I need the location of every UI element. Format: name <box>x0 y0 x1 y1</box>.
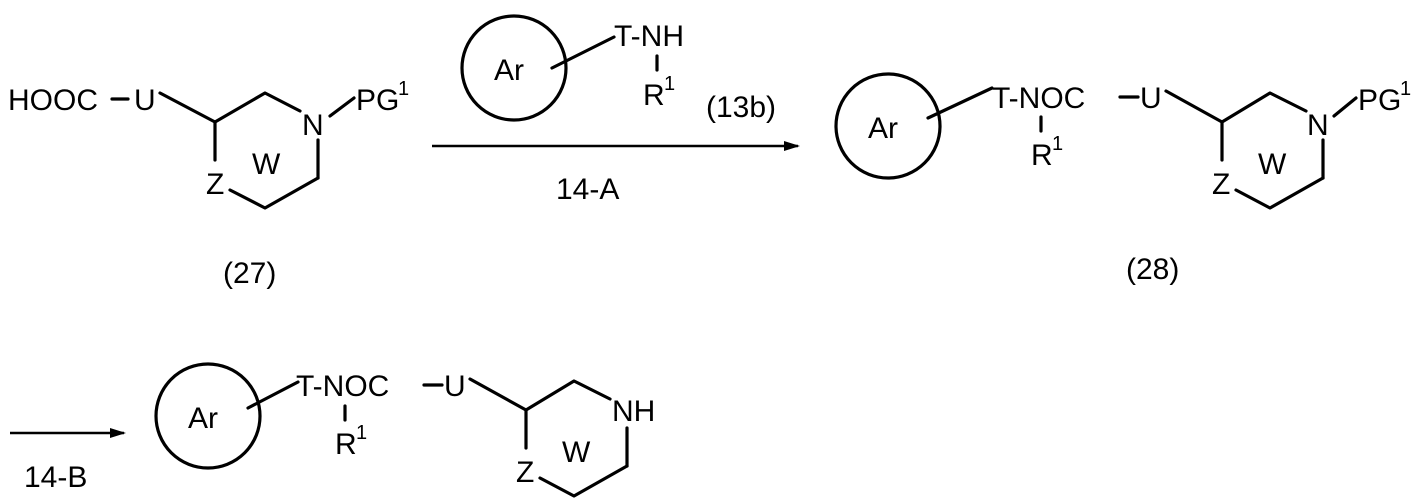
r-label: R <box>643 79 665 112</box>
compound-number-27: (27) <box>223 257 276 290</box>
ring-label-w: W <box>1258 148 1287 181</box>
linker-u-label: U <box>1140 82 1162 115</box>
bond <box>160 93 215 122</box>
aryl-label: Ar <box>494 54 524 87</box>
r-label: R <box>335 428 357 461</box>
bond <box>330 98 354 116</box>
ring-bond <box>526 381 610 410</box>
r-sup: 1 <box>1052 133 1063 155</box>
r-label: R <box>1031 139 1053 172</box>
compound-28: Ar T-NOC R 1 U Z W N PG 1 (28) <box>836 74 1411 286</box>
ring-bond <box>215 93 300 122</box>
t-nh-label: T-NH <box>614 20 684 53</box>
amide-label: T-NOC <box>296 370 389 403</box>
r-sup: 1 <box>356 422 367 444</box>
protecting-group-sup: 1 <box>398 78 409 100</box>
bond <box>470 379 526 410</box>
ring-atom-z: Z <box>516 456 534 489</box>
ring-bond <box>1222 93 1306 122</box>
bond <box>928 88 992 118</box>
linker-u-label: U <box>444 370 466 403</box>
ring-bond <box>230 178 318 208</box>
reagent-13b: Ar T-NH R 1 (13b) <box>462 16 776 124</box>
aryl-label: Ar <box>188 402 218 435</box>
ring-bond <box>1236 178 1323 208</box>
bond <box>552 37 614 68</box>
acid-group-label: HOOC <box>8 84 98 117</box>
ring-atom-z: Z <box>206 168 224 201</box>
r-sup: 1 <box>664 73 675 95</box>
final-product: Ar T-NOC R 1 U Z W NH <box>156 364 655 496</box>
bond <box>1166 91 1222 122</box>
ring-label-w: W <box>562 436 591 469</box>
compound-number-28: (28) <box>1126 253 1179 286</box>
amide-label: T-NOC <box>992 82 1085 115</box>
ring-atom-z: Z <box>1212 168 1230 201</box>
linker-u-label: U <box>134 84 156 117</box>
protecting-group-sup: 1 <box>1400 78 1411 100</box>
ring-nh: NH <box>612 395 655 428</box>
ring-nitrogen: N <box>302 109 324 142</box>
ring-nitrogen: N <box>1307 109 1329 142</box>
ring-bond <box>540 466 627 496</box>
compound-number-13b: (13b) <box>706 91 776 124</box>
step-2-label: 14-B <box>24 461 87 494</box>
aryl-label: Ar <box>868 112 898 145</box>
protecting-group: PG <box>356 84 399 117</box>
ring-label-w: W <box>252 148 281 181</box>
step-1-label: 14-A <box>556 173 619 206</box>
bond <box>1334 98 1356 116</box>
protecting-group: PG <box>1358 84 1401 117</box>
compound-27: HOOC U Z W N PG 1 (27) <box>8 78 409 290</box>
